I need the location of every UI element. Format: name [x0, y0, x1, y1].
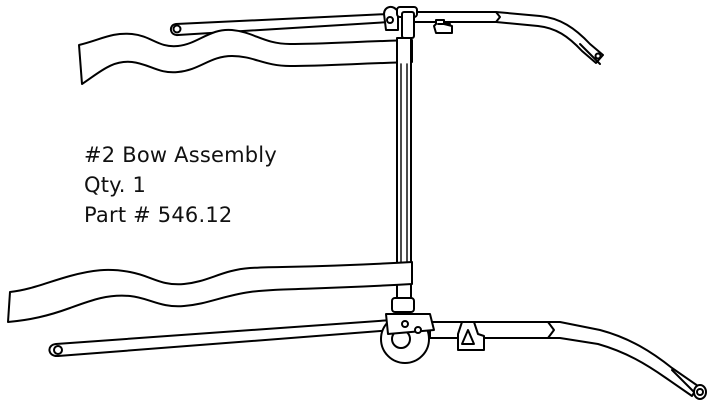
- upper-strap: [78, 28, 413, 85]
- part-caption: #2 Bow Assembly Qty. 1 Part # 546.12: [84, 140, 277, 230]
- lower-strap: [7, 261, 413, 323]
- part-quantity: Qty. 1: [84, 173, 147, 197]
- part-number: Part # 546.12: [84, 203, 233, 227]
- upper-left-arm: [170, 13, 391, 37]
- upper-right-bow-tube: [413, 11, 604, 65]
- lower-right-bow-tube: [429, 321, 707, 400]
- part-title: #2 Bow Assembly: [84, 143, 277, 167]
- lower-pivot-bracket: [380, 297, 485, 364]
- lower-left-arm: [48, 319, 395, 358]
